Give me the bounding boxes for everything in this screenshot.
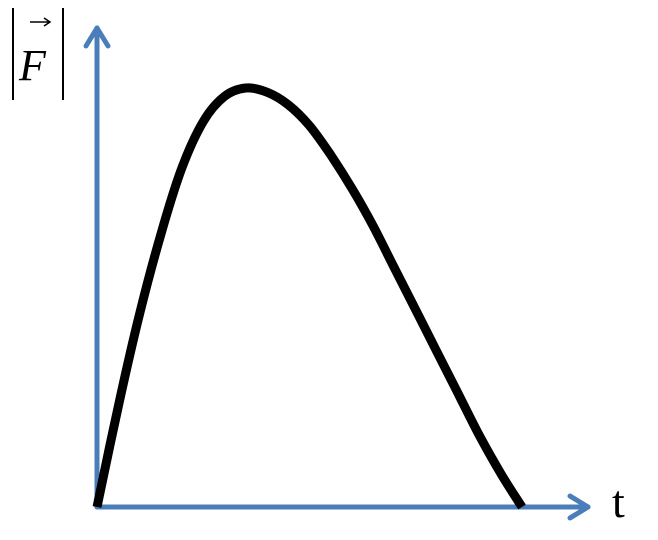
force-symbol: F bbox=[18, 41, 47, 90]
x-axis-label: t bbox=[612, 476, 625, 527]
y-axis-label: F bbox=[12, 8, 64, 100]
y-axis-arrow bbox=[83, 25, 111, 49]
x-axis-arrow bbox=[567, 493, 591, 521]
vector-arrow-icon bbox=[30, 17, 52, 27]
force-curve bbox=[92, 83, 526, 510]
axes bbox=[83, 25, 591, 521]
